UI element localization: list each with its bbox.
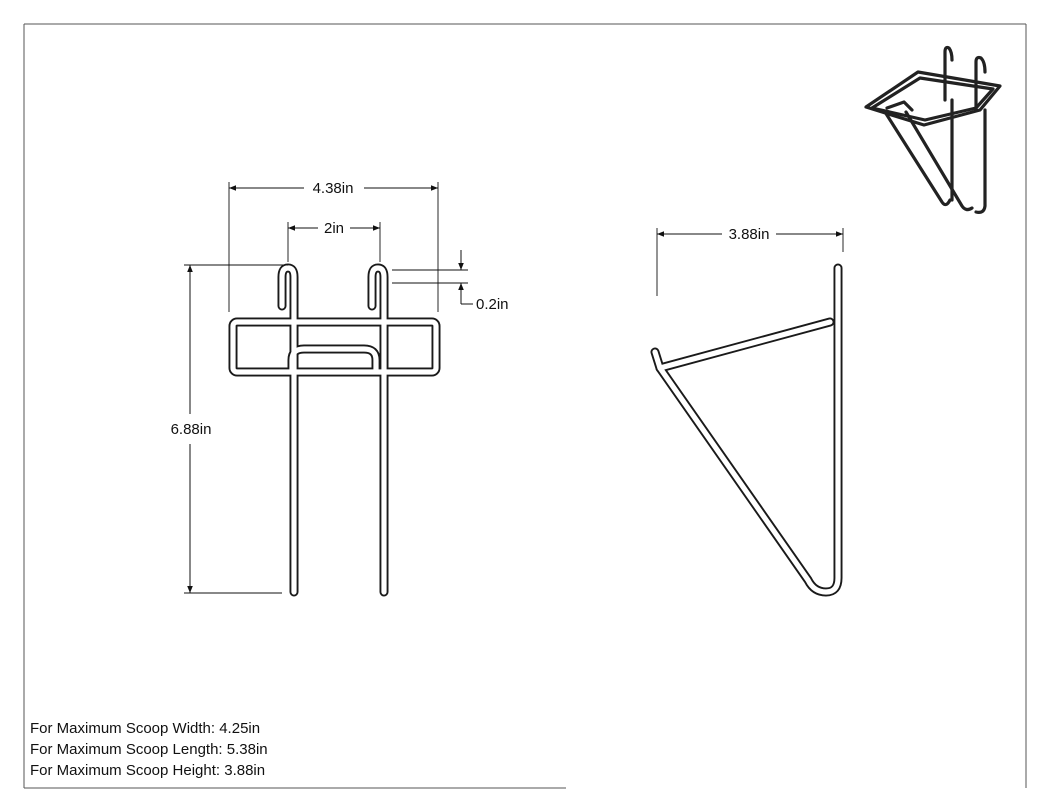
front-pin-spacing-label: 2in: [324, 220, 344, 237]
note-max-scoop-width: For Maximum Scoop Width: 4.25in: [30, 720, 261, 737]
dimension-front-width: 4.38in: [228, 180, 439, 312]
side-depth-label: 3.88in: [729, 226, 770, 243]
dimension-front-hook-height: 0.2in: [392, 250, 509, 313]
isometric-view: [864, 45, 1002, 214]
notes-list: For Maximum Scoop Width: 4.25in For Maxi…: [30, 718, 268, 781]
front-width-label: 4.38in: [313, 180, 354, 197]
note-max-scoop-height: For Maximum Scoop Height: 3.88in: [30, 762, 266, 779]
sheet-border: [23, 23, 1027, 789]
dimension-side-depth: 3.88in: [656, 226, 844, 296]
dimension-front-height: 6.88in: [171, 264, 288, 594]
side-view: [650, 263, 843, 597]
front-height-label: 6.88in: [171, 421, 212, 438]
front-view: [228, 263, 441, 597]
note-max-scoop-length: For Maximum Scoop Length: 5.38in: [30, 741, 268, 758]
front-hook-height-label: 0.2in: [476, 296, 509, 313]
dimension-front-pin-spacing: 2in: [287, 220, 381, 262]
